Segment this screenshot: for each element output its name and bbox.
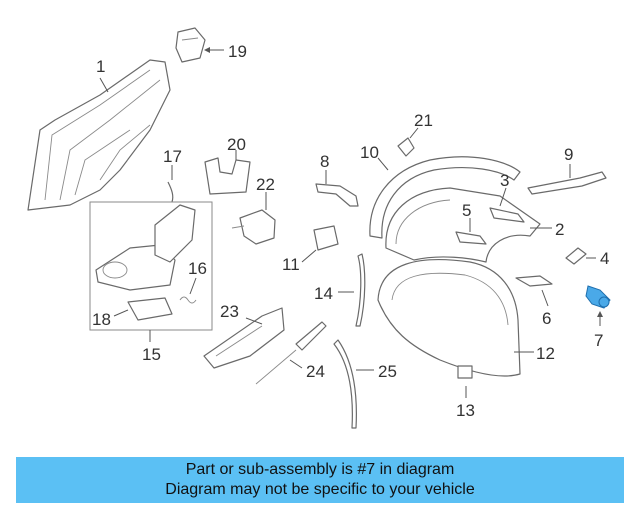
- part-19-bracket: [175, 27, 206, 63]
- callout-10: 10: [360, 143, 379, 162]
- group-15-box: [89, 201, 213, 331]
- part-24-seal-strip: [255, 349, 297, 385]
- part-8-hinge: [315, 183, 359, 207]
- callout-21: 21: [414, 111, 433, 130]
- callout-3: 3: [500, 171, 509, 190]
- callout-24: 24: [306, 362, 325, 381]
- part-11-panel: [313, 225, 339, 251]
- part-25-strip: [333, 339, 357, 429]
- info-banner: Part or sub-assembly is #7 in diagram Di…: [16, 457, 624, 503]
- part-24-seal: [295, 321, 327, 351]
- part-12-wheel-liner: [377, 259, 521, 377]
- callout-8: 8: [320, 152, 329, 171]
- callout-22: 22: [256, 175, 275, 194]
- callout-16: 16: [188, 259, 207, 278]
- callout-25: 25: [378, 362, 397, 381]
- part-9-strip: [527, 171, 607, 195]
- part-17-clip: [167, 181, 174, 203]
- callout-19: 19: [228, 42, 247, 61]
- part-15-fuel-door: [95, 204, 196, 291]
- part-21-clip: [397, 137, 415, 157]
- part-20-bracket: [204, 157, 251, 195]
- parts-diagram: 1 19 17 20 22 18 16 15 8 11: [27, 27, 611, 429]
- callout-5: 5: [462, 201, 471, 220]
- callout-13: 13: [456, 401, 475, 420]
- part-3-bracket: [489, 207, 525, 223]
- callout-7: 7: [594, 331, 603, 350]
- part-1-quarter-panel: [27, 59, 171, 211]
- part-14-strip: [355, 253, 366, 327]
- callout-20: 20: [227, 135, 246, 154]
- part-13-clip: [457, 365, 473, 379]
- part-5-bracket: [455, 231, 487, 245]
- part-22-actuator: [231, 209, 276, 245]
- callout-17: 17: [163, 147, 182, 166]
- callout-2: 2: [555, 220, 564, 239]
- part-23-splash-shield: [203, 307, 285, 369]
- banner-line-1: Part or sub-assembly is #7 in diagram: [185, 461, 455, 478]
- callout-9: 9: [564, 145, 573, 164]
- callout-11: 11: [282, 255, 300, 274]
- part-4-clip: [565, 247, 587, 265]
- callout-6: 6: [542, 309, 551, 328]
- part-2-fender: [385, 187, 541, 263]
- callout-14: 14: [314, 284, 333, 303]
- callout-1: 1: [96, 57, 105, 76]
- callout-4: 4: [600, 249, 609, 268]
- part-16-spring: [179, 296, 197, 304]
- part-6-trim: [515, 275, 553, 287]
- banner-line-2: Diagram may not be specific to your vehi…: [165, 481, 475, 498]
- callout-18: 18: [92, 310, 111, 329]
- part-10-wheel-arch-molding: [369, 156, 521, 239]
- callout-12: 12: [536, 344, 555, 363]
- part-18-cover: [127, 297, 173, 321]
- callout-23: 23: [220, 302, 239, 321]
- callout-15: 15: [142, 345, 161, 364]
- part-7-clip[interactable]: [585, 285, 611, 309]
